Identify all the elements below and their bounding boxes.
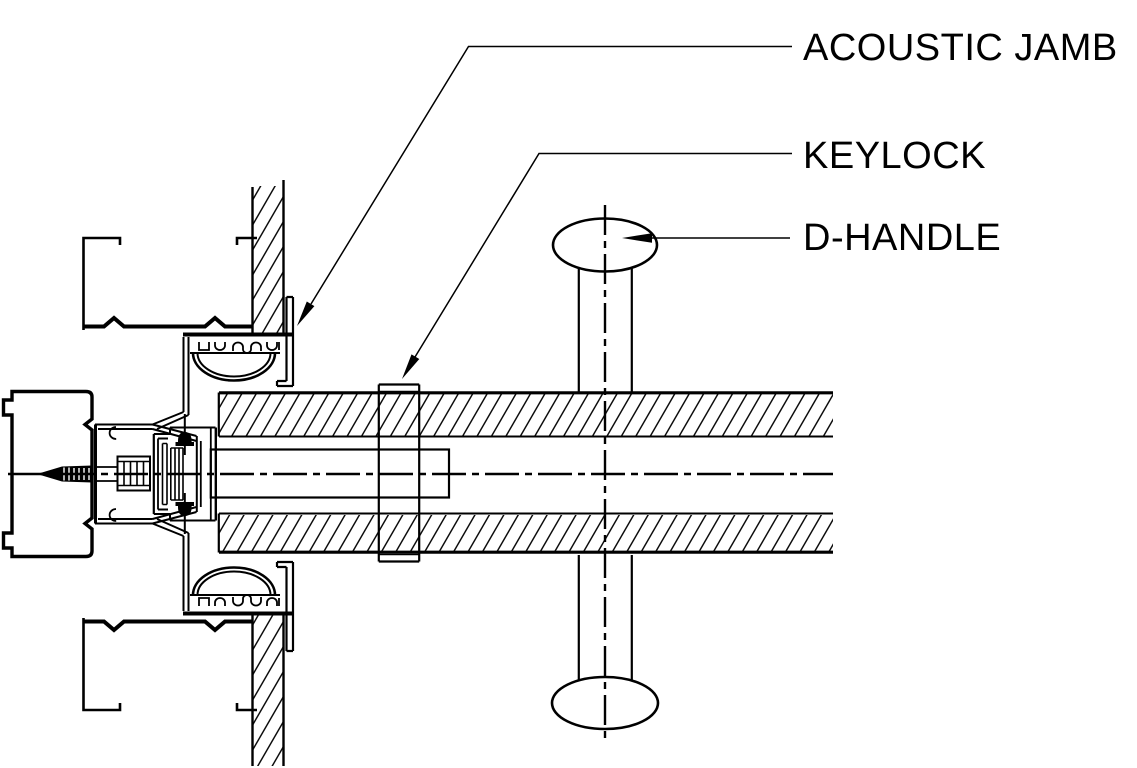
bottom-track-web [83,619,252,633]
top-track-right-flange [235,236,257,245]
bottom-track-right-flange [235,703,257,712]
jamb-top-wall-flange [275,295,295,388]
jamb-top-legs [182,337,190,415]
jamb-bottom-wall-flange [275,560,295,653]
keylock-body [377,383,421,563]
jamb-top-comb [198,341,280,354]
mullion-curl-bottom [108,508,117,522]
d-handle-top-stem [577,268,633,392]
mullion-bottom-edges [95,518,153,525]
left-wall-outline [1,389,94,559]
leader-arrow-icon [402,354,420,379]
screw-shaft-lines [96,466,118,482]
jamb-top-seal-outer [191,352,277,382]
jamb-bottom-comb [198,594,280,607]
top-wall-assembly [82,180,285,335]
leader-line [310,45,792,305]
mullion-curl-top [108,426,117,440]
label-acoustic-jamb: ACOUSTIC JAMB [803,27,1118,69]
leader-keylock [402,152,792,379]
screw-head-top [175,432,194,446]
leader-arrow-icon [297,301,315,326]
door-panel [219,391,833,554]
screw-head-bottom [175,502,194,516]
leader-acoustic-jamb [297,45,792,326]
jamb-bottom-legs [182,533,190,611]
d-handle [550,205,660,742]
bottom-wall-hatch [252,613,284,766]
label-d-handle: D-HANDLE [803,217,1001,259]
d-handle-bottom-grip [550,675,660,731]
jamb-bottom-seal-inner [196,570,272,596]
d-handle-bottom-stem [577,555,633,681]
leader-line [414,152,792,358]
mullion-top-edges [95,423,153,430]
leader-d-handle [622,233,790,243]
label-keylock: KEYLOCK [803,135,986,177]
bottom-track-left-flange [82,618,122,712]
jamb-bottom-seal-outer [191,566,277,596]
top-wall-hatch [252,186,284,335]
door-skin-bottom-hatch [219,515,833,552]
door-skin-top-hatch [219,394,833,436]
top-track-web [83,315,252,329]
leader-arrow-icon [622,233,652,243]
left-wall-end [1,389,94,559]
top-track-left-flange [82,236,122,330]
jamb-top-seal-inner [196,352,272,378]
acoustic-jamb-top [152,295,295,430]
bottom-wall-assembly [82,613,285,766]
